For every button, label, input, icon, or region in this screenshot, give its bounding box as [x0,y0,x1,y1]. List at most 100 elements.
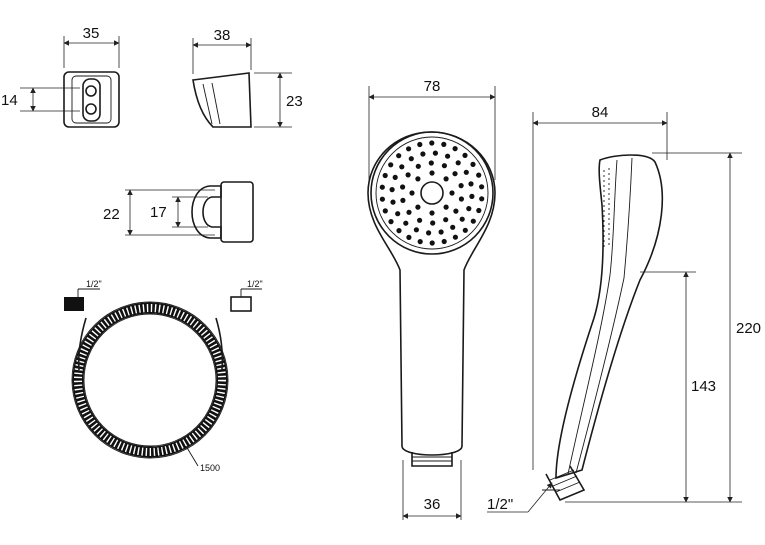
nozzle-dot [403,220,409,226]
nozzle-dot [388,162,394,168]
nozzle-dot [470,218,476,224]
nozzle-dot [458,183,464,189]
nozzle-dot [382,172,388,179]
nozzle-dot [428,160,434,166]
holder-side [192,72,252,128]
nozzle-dot [388,219,394,225]
nozzle-dot [396,228,402,234]
nozzle-dot [452,146,458,152]
label-22: 22 [103,206,120,223]
dimension-bracket-hole-spacing: 14 [1,87,80,112]
label-23: 23 [286,93,303,110]
shower-hose [64,288,262,467]
nozzle-dot [468,181,474,187]
nozzle-dot [430,220,436,226]
nozzle-dot [441,141,447,147]
nozzle-dot [463,169,469,175]
nozzle-dot [392,174,398,180]
nozzle-dot [462,227,468,233]
nozzle-dot [405,172,411,178]
nozzle-dot [413,227,419,233]
nozzle-dot [462,152,468,158]
thread-callout: 1/2" [487,482,553,513]
nozzle-dot [379,196,385,202]
dimension-clip-outer: 22 [103,189,215,236]
nozzle-dot [459,216,465,222]
nozzle-dot [390,199,396,205]
nozzle-dot [409,190,415,196]
dimension-bracket-width: 35 [63,25,120,68]
wall-bracket-front [63,71,120,128]
nozzle-dot [415,204,421,210]
nozzle-dot [452,234,458,240]
nozzle-dot [470,161,476,167]
dimension-clip-inner: 17 [150,196,208,228]
hand-shower-side [542,154,664,502]
nozzle-dot [379,184,385,190]
nozzle-dot [429,240,435,246]
nozzle-dot [406,209,412,215]
nozzle-dot [389,187,395,193]
nozzle-dot [429,170,435,176]
nozzle-dot [452,171,458,177]
label-38: 38 [214,27,231,44]
nozzle-dot [417,217,423,223]
nozzle-dot [399,164,405,170]
nozzle-dot [406,234,412,240]
dimension-holder-width: 38 [192,27,252,74]
label-14: 14 [1,92,18,109]
nozzle-dot [476,207,482,214]
nozzle-dot [479,196,485,202]
nozzle-dot [432,150,438,156]
label-84: 84 [592,104,609,121]
dimension-holder-height: 23 [254,72,303,128]
nozzle-dot [476,172,482,178]
nozzle-dot [395,211,401,217]
label-thread: 1/2" [487,496,513,513]
nozzle-dot [426,230,432,236]
nozzle-dot [417,141,423,148]
nozzle-dot [429,140,435,146]
hose-thread-right-label: 1/2" [247,279,263,289]
nozzle-dot [443,204,449,210]
nozzle-dot [469,193,475,199]
label-17: 17 [150,204,167,221]
label-143: 143 [691,378,716,395]
nozzle-dot [408,156,414,162]
label-35: 35 [83,25,100,42]
dimension-side-depth: 84 [532,104,668,470]
hand-shower-front [367,131,496,467]
nozzle-dot [438,229,444,235]
dimension-overall-length: 220 [565,152,761,503]
hose-length-label: 1500 [200,463,220,473]
nozzle-dot [455,160,461,166]
nozzle-dot [400,184,406,190]
nozzle-dot [450,224,456,230]
nozzle-dot [449,190,455,196]
nozzle-dot [415,163,421,169]
dimension-handle-length: 143 [640,271,716,503]
label-78: 78 [424,78,441,95]
nozzle-dot [479,184,485,190]
nozzle-dot [441,238,447,245]
nozzle-dot [445,153,451,159]
label-220: 220 [736,320,761,337]
dimension-head-width: 78 [368,78,496,180]
dimension-handle-end: 36 [402,460,462,520]
nozzle-dot [443,176,449,182]
nozzle-dot [415,176,421,182]
nozzle-dot [396,153,402,159]
nozzle-dot [420,151,426,157]
nozzle-dot [406,146,412,152]
label-36: 36 [424,496,441,513]
nozzle-dot [458,196,464,202]
nozzle-dot [382,208,388,214]
nozzle-dot [453,208,459,214]
spray-nozzles [379,140,485,246]
nozzle-dot [466,206,472,212]
holder-clip-top [191,181,254,243]
nozzle-dot [441,163,447,169]
nozzle-dot [443,217,449,223]
nozzle-dot [429,210,435,216]
hose-thread-left-label: 1/2" [86,279,102,289]
